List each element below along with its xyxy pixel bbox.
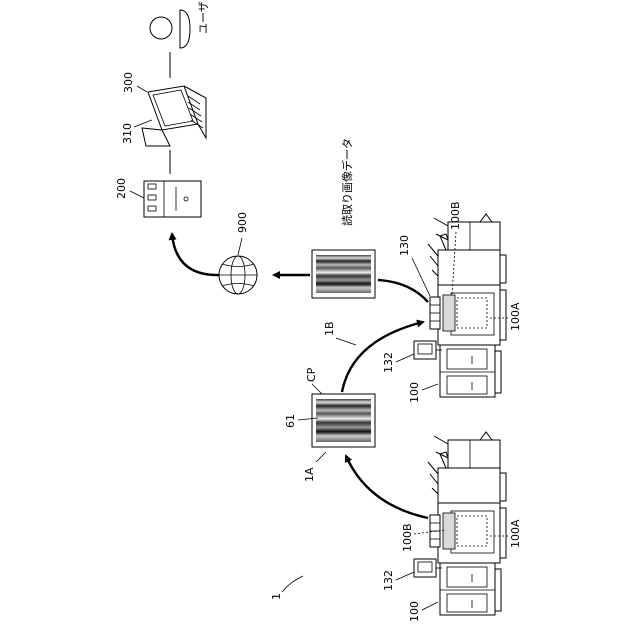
chart-sheet-leader xyxy=(312,384,322,394)
scanner-left-number: 100B xyxy=(401,523,414,552)
scanner-to-data-line xyxy=(378,280,428,302)
image-forming-device-right xyxy=(428,214,506,397)
operation-panel-left-number: 132 xyxy=(382,570,395,591)
user-icon xyxy=(150,10,190,48)
system-leader xyxy=(282,576,303,592)
arrow-1a-leader xyxy=(316,452,326,462)
arrow-1a xyxy=(346,456,428,518)
scanner-right-number: 100B xyxy=(449,201,462,230)
server-leader xyxy=(130,191,144,198)
terminal-display-leader xyxy=(134,120,152,127)
chart-patch-number: 61 xyxy=(284,414,297,428)
terminal-leader xyxy=(137,86,147,92)
network-number: 900 xyxy=(236,212,249,233)
device-right-number: 100 xyxy=(408,382,421,403)
chart-sheet-number: CP xyxy=(305,367,318,382)
operation-panel-right-number: 132 xyxy=(382,352,395,373)
arrow-1a-label: 1A xyxy=(303,467,316,482)
main-unit-left-number: 100A xyxy=(509,519,522,548)
laptop-icon xyxy=(142,86,206,146)
chart-sheet-document xyxy=(312,394,375,447)
image-forming-device-left xyxy=(428,432,506,615)
system-number: 1 xyxy=(270,593,283,600)
arrow-1b-label: 1B xyxy=(323,321,336,336)
device-left-number: 100 xyxy=(408,601,421,622)
terminal-display-number: 310 xyxy=(121,123,134,144)
device-right-leader xyxy=(422,384,438,390)
device-left-leader xyxy=(422,602,438,610)
read-image-data-label: 読取り画像データ xyxy=(340,138,354,226)
main-unit-right-number: 100A xyxy=(509,302,522,331)
network-globe-icon xyxy=(219,256,257,294)
feeder-number: 130 xyxy=(398,235,411,256)
server-icon xyxy=(144,181,201,217)
read-image-data-document xyxy=(312,250,375,298)
network-leader xyxy=(238,238,242,255)
network-to-server-arrow xyxy=(172,234,219,275)
terminal-number: 300 xyxy=(122,72,135,93)
operation-panel-left-leader xyxy=(396,572,414,580)
arrow-1b-leader xyxy=(336,338,356,345)
user-label: ユーザ xyxy=(197,1,210,34)
operation-panel-right-leader xyxy=(396,354,414,362)
server-number: 200 xyxy=(115,178,128,199)
